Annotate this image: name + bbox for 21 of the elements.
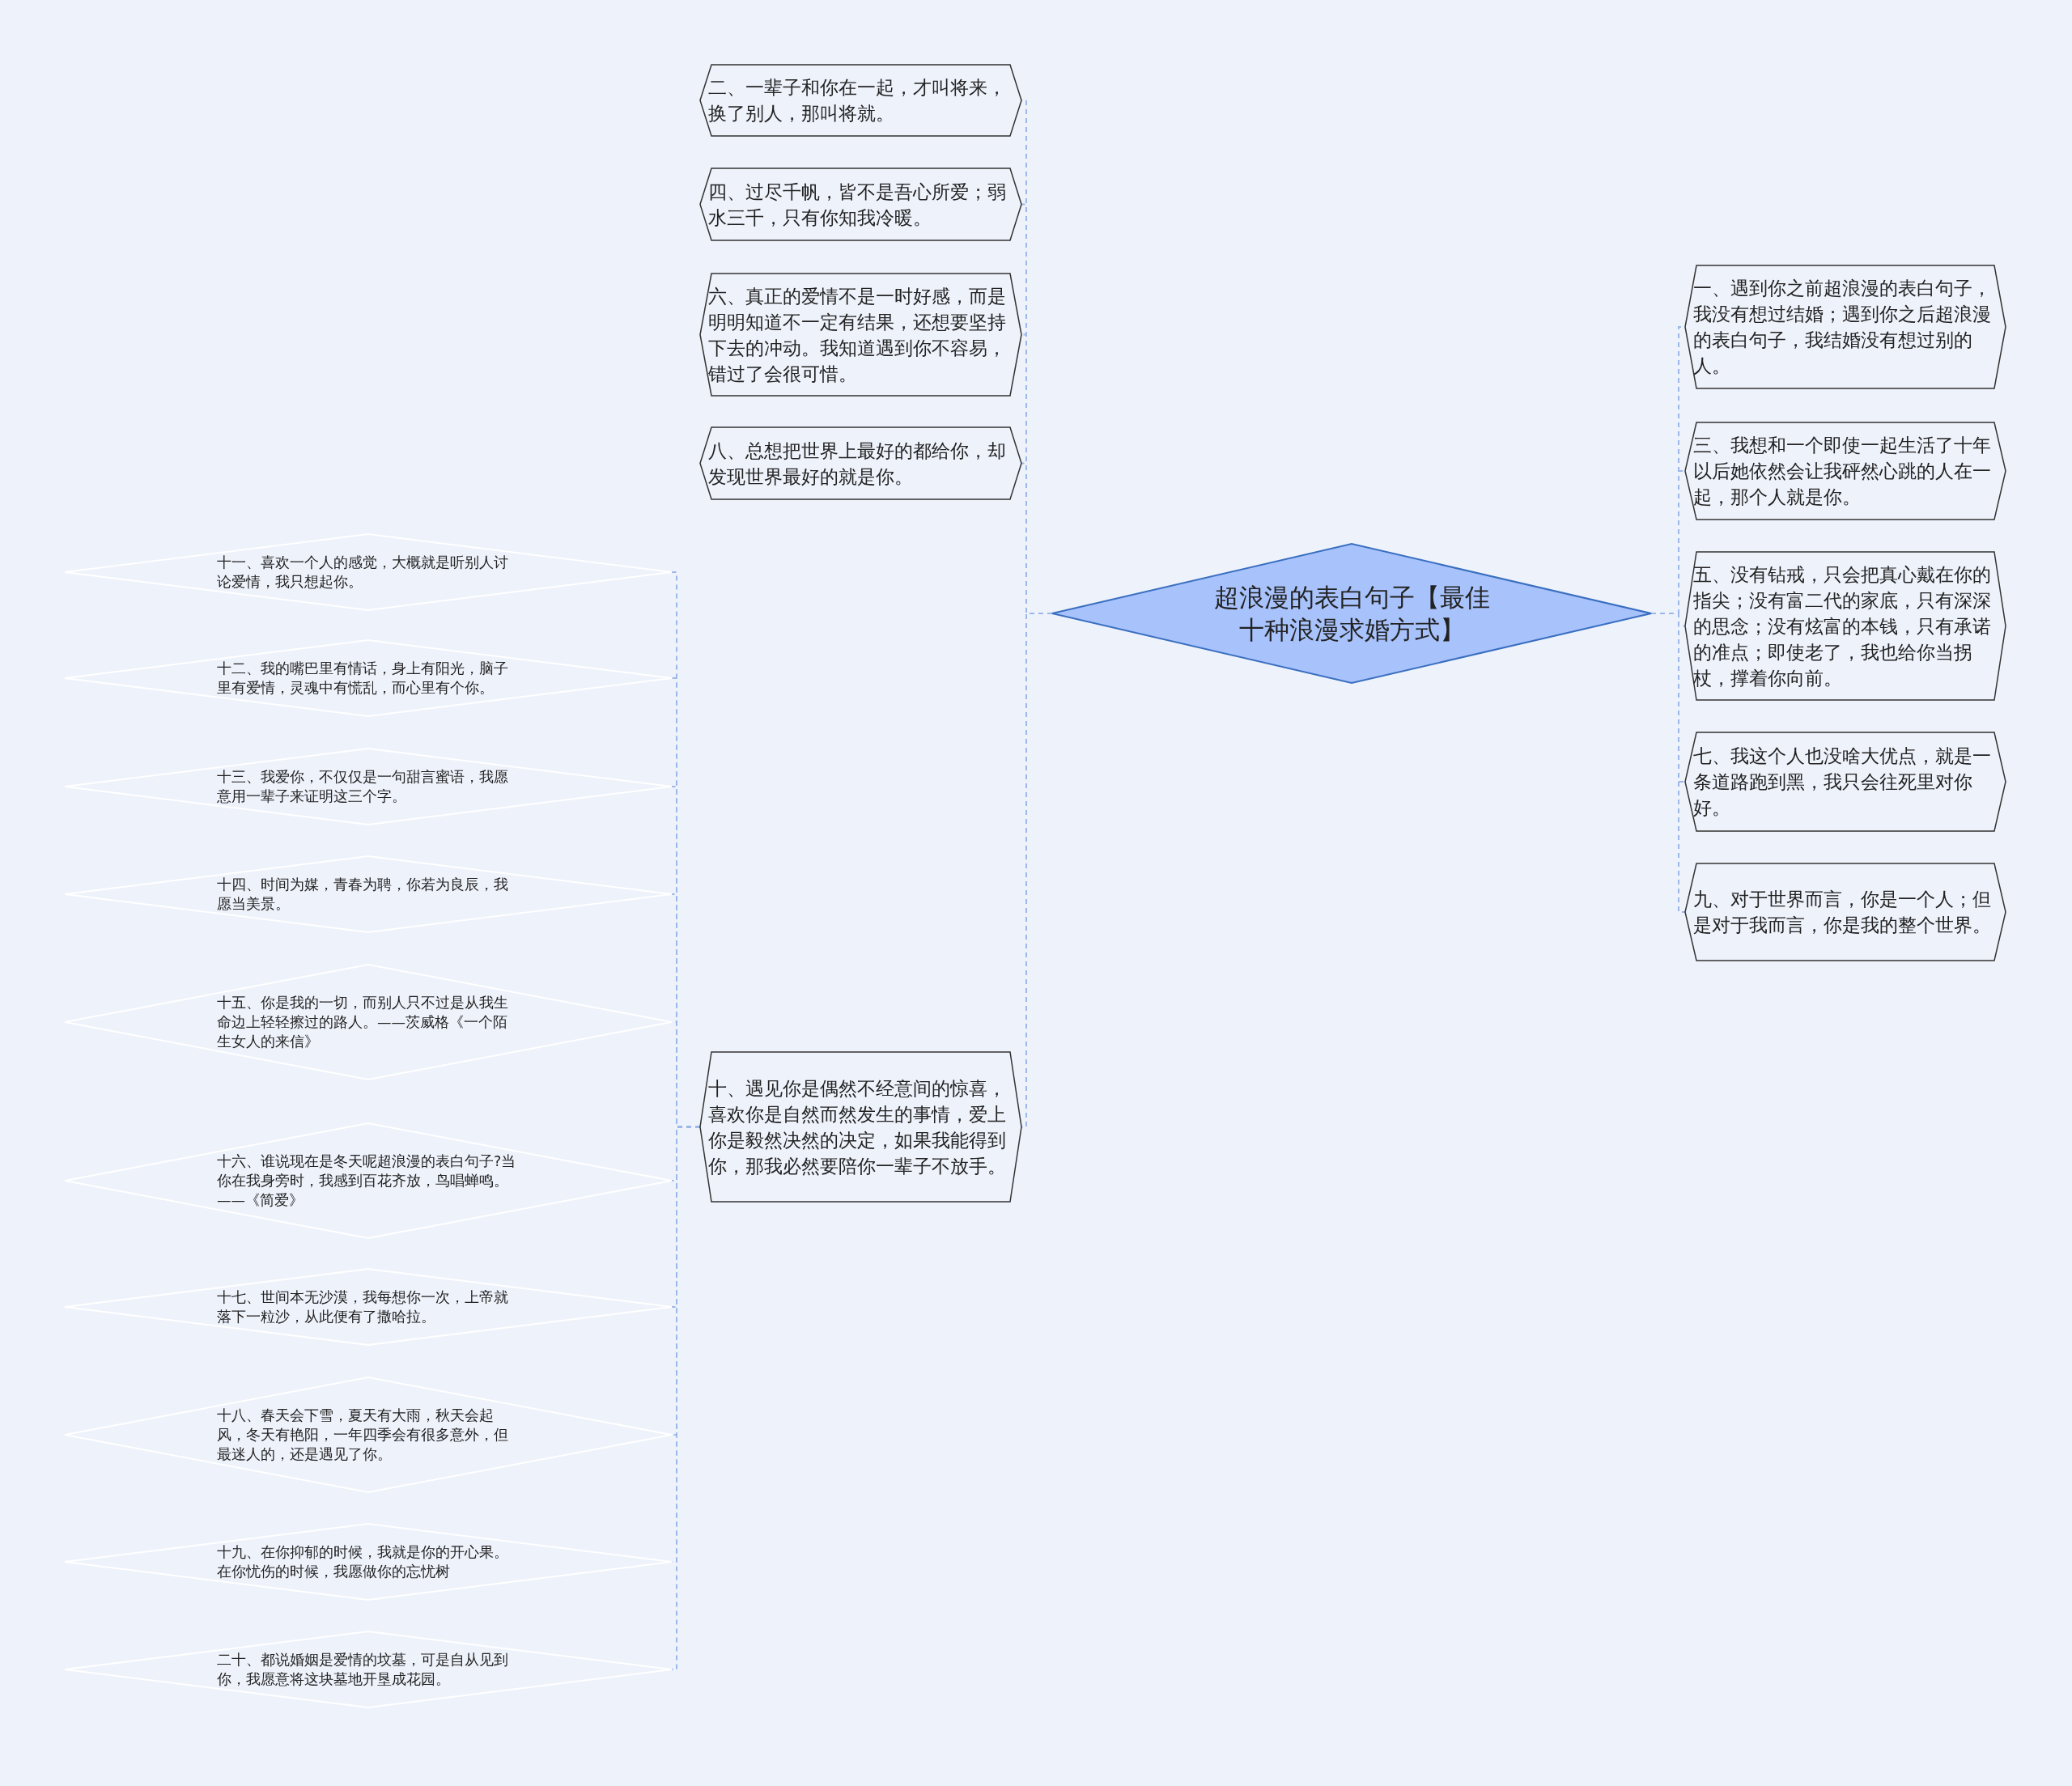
quote-diamond: 十五、你是我的一切，而别人只不过是从我生命边上轻轻擦过的路人。——茨威格《一个陌生女人的来信》 xyxy=(65,965,672,1080)
quote-diamond: 十六、谁说现在是冬天呢超浪漫的表白句子?当你在我身旁时，我感到百花齐放，鸟唱蝉鸣。——《简爱》 xyxy=(65,1123,672,1238)
quote-box: 六、真正的爱情不是一时好感，而是明明知道不一定有结果，还想要坚持下去的冲动。我知道遇到你不容易，错过了会很可惜。 xyxy=(700,274,1021,396)
quote-diamond: 十三、我爱你，不仅仅是一句甜言蜜语，我愿意用一辈子来证明这三个字。 xyxy=(65,749,672,825)
quote-box: 七、我这个人也没啥大优点，就是一条道路跑到黑，我只会往死里对你好。 xyxy=(1685,732,2006,831)
quote-box: 十、遇见你是偶然不经意间的惊喜，喜欢你是自然而然发生的事情，爱上你是毅然决然的决定，如果我能得到你，那我必然要陪你一辈子不放手。 xyxy=(700,1052,1021,1202)
quote-diamond: 十九、在你抑郁的时候，我就是你的开心果。在你忧伤的时候，我愿做你的忘忧树 xyxy=(65,1524,672,1600)
quote-diamond: 十四、时间为媒，青春为聘，你若为良辰，我愿当美景。 xyxy=(65,856,672,932)
quote-diamond: 十二、我的嘴巴里有情话，身上有阳光，脑子里有爱情，灵魂中有慌乱，而心里有个你。 xyxy=(65,640,672,716)
quote-box: 八、总想把世界上最好的都给你，却发现世界最好的就是你。 xyxy=(700,427,1021,499)
quote-diamond: 十八、春天会下雪，夏天有大雨，秋天会起风，冬天有艳阳，一年四季会有很多意外，但最迷人的，还是遇见了你。 xyxy=(65,1377,672,1492)
topic-diamond: 超浪漫的表白句子【最佳十种浪漫求婚方式】 xyxy=(1052,544,1651,683)
quote-diamond: 二十、都说婚姻是爱情的坟墓，可是自从见到你，我愿意将这块墓地开垦成花园。 xyxy=(65,1631,672,1708)
quote-diamond: 十七、世间本无沙漠，我每想你一次，上帝就落下一粒沙，从此便有了撒哈拉。 xyxy=(65,1269,672,1345)
quote-diamond: 十一、喜欢一个人的感觉，大概就是听别人讨论爱情，我只想起你。 xyxy=(65,534,672,610)
quote-box: 一、遇到你之前超浪漫的表白句子，我没有想过结婚；遇到你之后超浪漫的表白句子，我结婚没有想过别的人。 xyxy=(1685,265,2006,388)
quote-box: 四、过尽千帆，皆不是吾心所爱；弱水三千，只有你知我冷暖。 xyxy=(700,168,1021,240)
quote-box: 五、没有钻戒，只会把真心戴在你的指尖；没有富二代的家底，只有深深的思念；没有炫富的本钱，只有承诺的准点；即使老了，我也给你当拐杖，撑着你向前。 xyxy=(1685,552,2006,700)
quote-box: 九、对于世界而言，你是一个人；但是对于我而言，你是我的整个世界。 xyxy=(1685,863,2006,961)
quote-box: 三、我想和一个即使一起生活了十年以后她依然会让我砰然心跳的人在一起，那个人就是你。 xyxy=(1685,422,2006,520)
quote-box: 二、一辈子和你在一起，才叫将来，换了别人，那叫将就。 xyxy=(700,65,1021,136)
